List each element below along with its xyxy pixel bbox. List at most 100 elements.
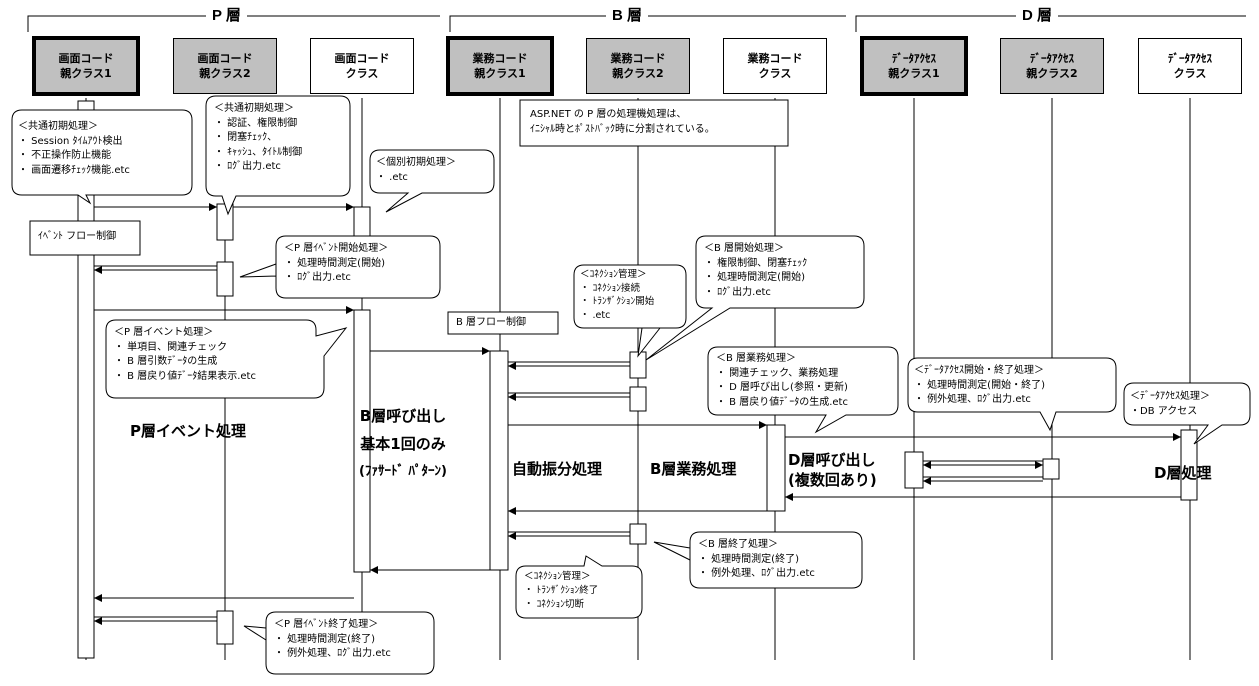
return-arrows xyxy=(94,265,1043,625)
note-line: ・ B 層戻り値ﾃﾞｰﾀ結果表示.etc xyxy=(114,370,256,382)
note-line: ＜P 層イベント処理＞ xyxy=(114,327,214,338)
note-line: ・ .etc xyxy=(376,171,408,183)
note-line: ・DB アクセス xyxy=(1130,405,1198,417)
note-line: ＜B 層終了処理＞ xyxy=(698,539,779,550)
callout-connection-mgmt xyxy=(573,264,687,358)
note-line: ・ ｺﾈｸｼｮﾝ切断 xyxy=(524,599,585,610)
note-p-event: ＜P 層イベント処理＞ ・ 単項目、関連チェック ・ B 層引数ﾃﾞｰﾀの生成 … xyxy=(114,326,256,384)
note-connection-mgmt2: ＜ｺﾈｸｼｮﾝ管理＞ ・ ﾄﾗﾝｻﾞｸｼｮﾝ終了 ・ ｺﾈｸｼｮﾝ切断 xyxy=(524,570,598,612)
note-line: ・ 関連チェック、業務処理 xyxy=(716,367,839,379)
label-d-call: D層呼び出し (複数回あり) xyxy=(788,450,890,490)
tag-event-flow: ｲﾍﾞﾝﾄ フロー制御 xyxy=(38,231,117,242)
header-line-1: 業務コード xyxy=(472,52,528,65)
label-auto-dispatch: 自動振分処理 xyxy=(512,460,603,478)
note-line: ＜ｺﾈｸｼｮﾝ管理＞ xyxy=(580,269,647,280)
note-line: ・ 例外処理、ﾛｸﾞ出力.etc xyxy=(914,394,1031,405)
note-line: ・ D 層呼び出し(参照・更新) xyxy=(716,382,848,393)
callout-d-process xyxy=(1123,382,1251,445)
layer-label-d: D 層 xyxy=(1016,8,1059,24)
label-line: (複数回あり) xyxy=(788,471,877,489)
activation-screen-parent2-c xyxy=(216,610,234,645)
label-line: D層呼び出し xyxy=(788,451,876,469)
note-line: ・ B 層戻り値ﾃﾞｰﾀの生成.etc xyxy=(716,396,848,408)
header-line-2: クラス xyxy=(345,67,379,80)
activation-screen-parent2-b xyxy=(216,261,234,297)
header-line-1: 業務コード xyxy=(747,52,803,65)
tag-b-flow-box xyxy=(447,311,559,335)
note-line: ・ 処理時間測定(終了) xyxy=(274,633,375,645)
note-line: ・ 処理時間測定(開始) xyxy=(284,257,385,269)
note-line: ＜P 層ｲﾍﾞﾝﾄ開始処理＞ xyxy=(284,243,389,254)
note-d-start-end: ＜ﾃﾞｰﾀｱｸｾｽ開始・終了処理＞ ・ 処理時間測定(開始・終了) ・ 例外処理… xyxy=(914,364,1045,408)
note-line: ・ 認証、権限制御 xyxy=(214,117,298,129)
label-b-call: B層呼び出し 基本1回のみ (ﾌｧｻｰﾄﾞ ﾊﾟﾀｰﾝ) xyxy=(328,402,478,486)
header-line-1: ﾃﾞｰﾀｱｸｾｽ xyxy=(892,52,936,65)
note-p-event-end: ＜P 層ｲﾍﾞﾝﾄ終了処理＞ ・ 処理時間測定(終了) ・ 例外処理、ﾛｸﾞ出力… xyxy=(274,618,391,662)
layer-brackets xyxy=(27,15,1246,32)
callout-b-start xyxy=(645,235,865,361)
note-line: ・ ﾄﾗﾝｻﾞｸｼｮﾝ終了 xyxy=(524,585,599,596)
note-line: ・ 処理時間測定(終了) xyxy=(698,553,799,565)
note-line: ・ 不正操作防止機能 xyxy=(18,150,112,161)
rect-notes xyxy=(29,99,789,335)
callout-individual-init xyxy=(369,149,495,213)
note-b-end: ＜B 層終了処理＞ ・ 処理時間測定(終了) ・ 例外処理、ﾛｸﾞ出力.etc xyxy=(698,538,815,582)
note-p-event-start: ＜P 層ｲﾍﾞﾝﾄ開始処理＞ ・ 処理時間測定(開始) ・ ﾛｸﾞ出力.etc xyxy=(284,242,388,286)
header-line-2: 親クラス1 xyxy=(60,67,112,80)
note-line: ＜ｺﾈｸｼｮﾝ管理＞ xyxy=(524,571,591,582)
note-line: ・ 処理時間測定(開始・終了) xyxy=(914,379,1045,391)
note-line: ・ 画面遷移ﾁｪｯｸ機能.etc xyxy=(18,164,130,176)
header-screen-parent1: 画面コード 親クラス1 xyxy=(32,36,140,96)
note-line: ・ 例外処理、ﾛｸﾞ出力.etc xyxy=(698,568,815,579)
header-line-2: 親クラス2 xyxy=(1026,67,1078,80)
header-line-2: 親クラス1 xyxy=(474,67,526,80)
activation-data-parent1 xyxy=(904,451,924,489)
note-line: ASP.NET の P 層の処理機処理は、 xyxy=(530,109,687,120)
note-line: ＜ﾃﾞｰﾀｱｸｾｽ処理＞ xyxy=(1130,391,1210,402)
note-line: ・ 閉塞ﾁｪｯｸ、 xyxy=(214,132,278,143)
note-line: ・ ｺﾈｸｼｮﾝ接続 xyxy=(580,282,641,294)
layer-label-b: B 層 xyxy=(606,8,649,24)
note-line: ・ ｷｬｯｼｭ、ﾀｲﾄﾙ制御 xyxy=(214,146,303,158)
activation-business-parent2-b xyxy=(629,386,647,412)
header-line-2: 親クラス2 xyxy=(612,67,664,80)
header-data-class: ﾃﾞｰﾀｱｸｾｽ クラス xyxy=(1138,38,1242,94)
note-p-common-init2: ＜共通初期処理＞ ・ 認証、権限制御 ・ 閉塞ﾁｪｯｸ、 ・ ｷｬｯｼｭ、ﾀｲﾄ… xyxy=(214,102,302,175)
note-line: ・ Session ﾀｲﾑｱｳﾄ検出 xyxy=(18,135,123,147)
header-line-1: ﾃﾞｰﾀｱｸｾｽ xyxy=(1168,52,1212,65)
note-line: ・ ﾛｸﾞ出力.etc xyxy=(284,272,351,283)
header-business-parent2: 業務コード 親クラス2 xyxy=(586,38,690,94)
note-line: ＜B 層開始処理＞ xyxy=(704,243,785,254)
header-business-parent1: 業務コード 親クラス1 xyxy=(446,36,554,96)
note-connection-mgmt: ＜ｺﾈｸｼｮﾝ管理＞ ・ ｺﾈｸｼｮﾝ接続 ・ ﾄﾗﾝｻﾞｸｼｮﾝ開始 ・ .e… xyxy=(580,268,654,322)
header-line-1: 画面コード xyxy=(334,52,390,65)
note-line: ｲﾆｼｬﾙ時とﾎﾟｽﾄﾊﾞｯｸ時に分割されている。 xyxy=(530,123,715,135)
header-line-1: 画面コード xyxy=(197,52,253,65)
note-line: ＜ﾃﾞｰﾀｱｸｾｽ開始・終了処理＞ xyxy=(914,365,1044,376)
tag-event-flow-box xyxy=(29,220,141,256)
note-line: ＜共通初期処理＞ xyxy=(214,103,294,114)
label-d-process: D層処理 xyxy=(1154,464,1212,482)
callout-p-event-end xyxy=(243,611,435,675)
callout-p-common-init xyxy=(11,109,193,205)
activation-business-parent2-c xyxy=(629,523,647,545)
note-b-start: ＜B 層開始処理＞ ・ 権限制御、閉塞ﾁｪｯｸ ・ 処理時間測定(開始) ・ ﾛ… xyxy=(704,242,807,300)
header-line-2: 親クラス1 xyxy=(888,67,940,80)
activation-screen-parent2-a xyxy=(216,203,234,241)
callout-b-end xyxy=(653,531,863,589)
note-line: ・ 権限制御、閉塞ﾁｪｯｸ xyxy=(704,257,808,269)
note-line: ＜共通初期処理＞ xyxy=(18,121,98,132)
callout-p-event-start xyxy=(239,235,441,299)
header-line-2: 親クラス2 xyxy=(199,67,251,80)
callout-b-business xyxy=(707,346,899,434)
activation-data-parent2 xyxy=(1042,458,1060,480)
activation-screen-class-b xyxy=(353,309,371,573)
callout-bubbles xyxy=(11,95,1251,675)
callout-d-start-end xyxy=(907,357,1117,432)
header-data-parent1: ﾃﾞｰﾀｱｸｾｽ 親クラス1 xyxy=(860,36,968,96)
header-line-1: 業務コード xyxy=(610,52,666,65)
label-line: (ﾌｧｻｰﾄﾞ ﾊﾟﾀｰﾝ) xyxy=(359,464,447,479)
note-line: ・ ﾄﾗﾝｻﾞｸｼｮﾝ開始 xyxy=(580,296,655,307)
